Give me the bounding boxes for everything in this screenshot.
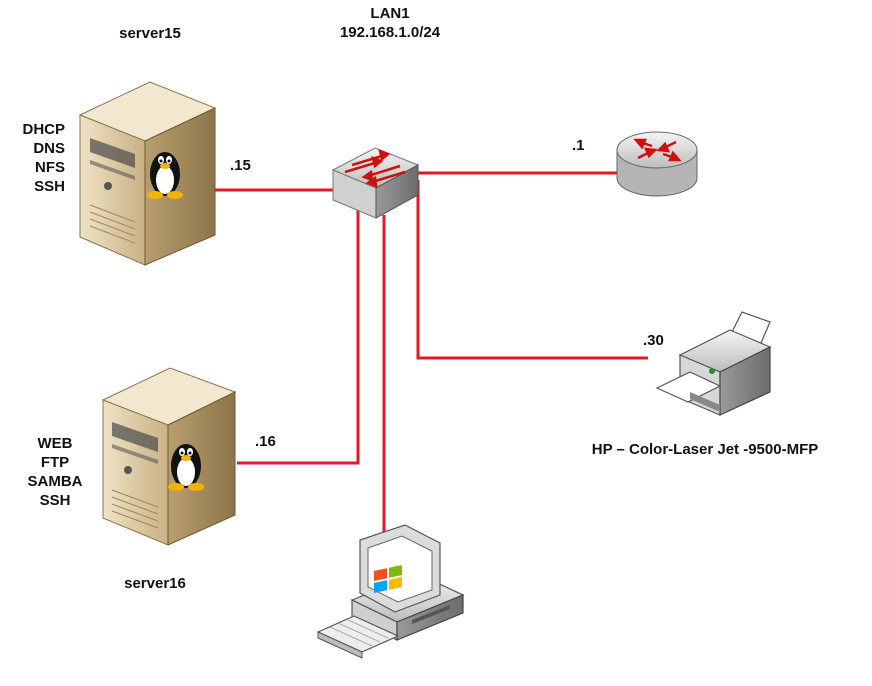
server16-ip-label: .16 (255, 433, 276, 450)
link-switch-server16 (237, 210, 360, 465)
network-name-label: LAN1 (370, 5, 410, 22)
link-switch-printer (416, 180, 648, 360)
server15-services: DHCP DNS NFS SSH (10, 120, 65, 196)
router-icon (616, 131, 698, 197)
server16-name-label: server16 (124, 575, 186, 592)
tux-penguin-icon (147, 152, 183, 199)
service-label: NFS (35, 159, 65, 176)
service-label: WEB (37, 435, 73, 452)
printer-icon (655, 311, 772, 416)
service-label: FTP (40, 454, 70, 471)
windows-logo-icon (374, 565, 402, 593)
service-label: DNS (33, 140, 65, 157)
workstation-icon (316, 524, 465, 659)
tux-penguin-icon (168, 444, 204, 491)
printer-ip-label: .30 (643, 332, 664, 349)
server16-icon (101, 367, 237, 546)
server15-name-label: server15 (119, 25, 181, 42)
service-label: SSH (34, 178, 65, 195)
router-ip-label: .1 (572, 137, 585, 154)
network-subnet-label: 192.168.1.0/24 (339, 24, 441, 41)
server16-services: WEB FTP SAMBA SSH (10, 434, 100, 510)
server15-ip-label: .15 (230, 157, 251, 174)
server15-icon (78, 81, 217, 266)
printer-name-label: HP – Color-Laser Jet -9500-MFP (591, 441, 819, 458)
network-links (215, 171, 648, 535)
service-label: SSH (39, 492, 71, 509)
switch-icon (331, 147, 420, 219)
service-label: SAMBA (27, 473, 83, 490)
service-label: DHCP (22, 121, 65, 138)
